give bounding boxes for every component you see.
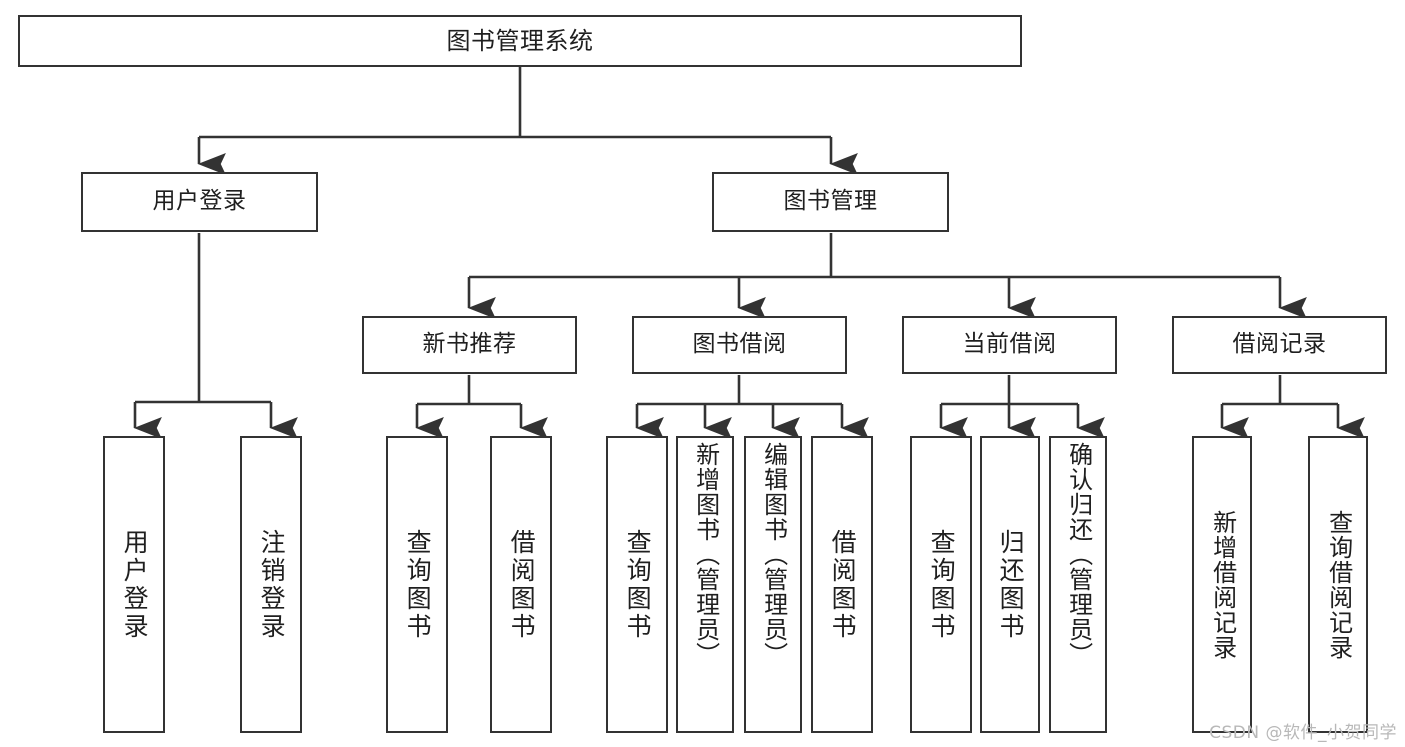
node-label: 查询图书 [927,528,957,641]
node-label: 当前借阅 [962,331,1057,358]
node-label: 新书推荐 [422,331,517,358]
node-label: 注销登录 [257,528,287,641]
node-leaf-borrow-book-1[interactable]: 借阅图书 [490,436,552,733]
node-label: 查询借阅记录 [1324,509,1353,660]
node-label: 图书管理系统 [446,26,594,55]
node-label: 用户登录 [152,188,247,215]
node-label: 图书借阅 [692,331,787,358]
node-book-management[interactable]: 图书管理 [712,172,949,232]
node-leaf-borrow-book-2[interactable]: 借阅图书 [811,436,873,733]
node-leaf-query-record[interactable]: 查询借阅记录 [1308,436,1368,733]
node-label: 用户登录 [120,528,150,641]
node-label: 图书管理 [783,188,878,215]
node-current-borrow[interactable]: 当前借阅 [902,316,1117,374]
node-leaf-add-book[interactable]: 新增图书（管理员） [676,436,734,733]
node-borrow-record[interactable]: 借阅记录 [1172,316,1387,374]
node-label: 借阅图书 [828,528,858,641]
node-leaf-edit-book[interactable]: 编辑图书（管理员） [744,436,802,733]
node-leaf-query-book-2[interactable]: 查询图书 [606,436,668,733]
node-leaf-user-login[interactable]: 用户登录 [103,436,165,733]
node-leaf-add-record[interactable]: 新增借阅记录 [1192,436,1252,733]
node-user-login[interactable]: 用户登录 [81,172,318,232]
node-label: 借阅记录 [1232,331,1327,358]
node-label: 查询图书 [623,528,653,641]
node-leaf-logout-login[interactable]: 注销登录 [240,436,302,733]
node-leaf-return-book[interactable]: 归还图书 [980,436,1040,733]
node-leaf-query-book-3[interactable]: 查询图书 [910,436,972,733]
watermark-text: CSDN @软件_小贺同学 [1209,723,1397,743]
node-label: 借阅图书 [507,528,537,641]
node-leaf-confirm-return[interactable]: 确认归还（管理员） [1049,436,1107,733]
node-root-system[interactable]: 图书管理系统 [18,15,1022,67]
node-leaf-query-book-1[interactable]: 查询图书 [386,436,448,733]
node-label: 确认归还（管理员） [1064,442,1093,667]
node-label: 归还图书 [996,528,1026,641]
node-label: 新增借阅记录 [1208,509,1237,660]
node-label: 新增图书（管理员） [691,442,720,667]
node-label: 查询图书 [403,528,433,641]
node-new-book-recommend[interactable]: 新书推荐 [362,316,577,374]
node-book-borrow[interactable]: 图书借阅 [632,316,847,374]
node-label: 编辑图书（管理员） [759,442,788,667]
